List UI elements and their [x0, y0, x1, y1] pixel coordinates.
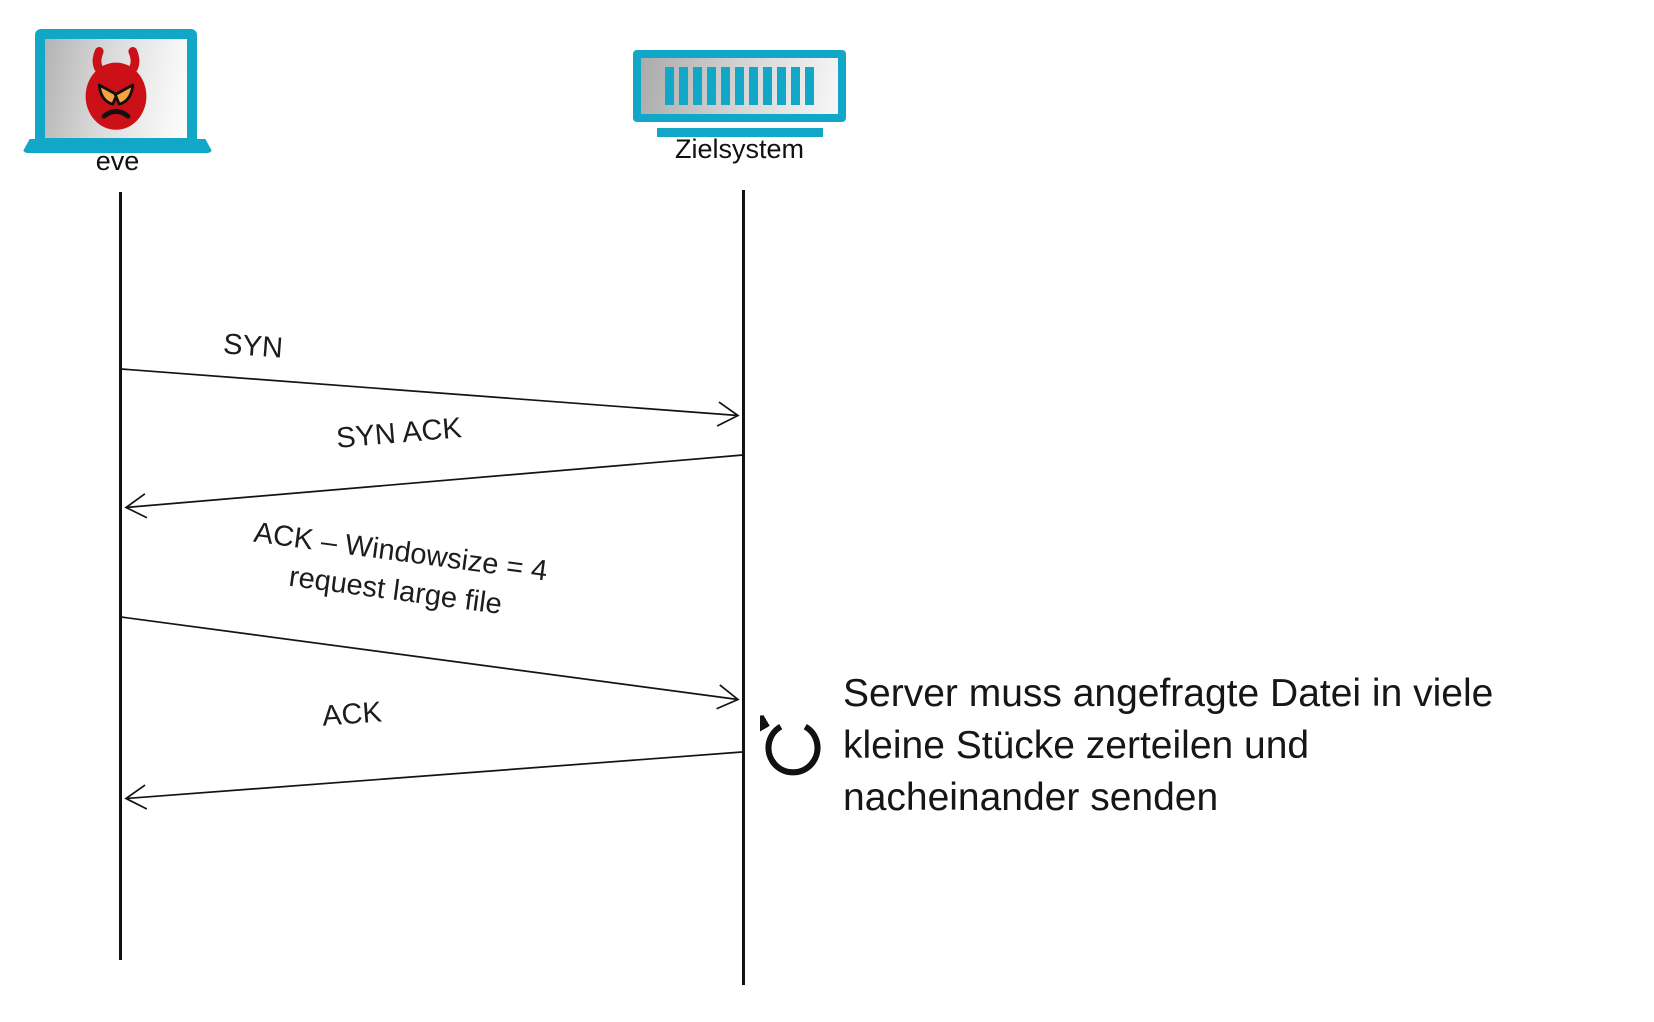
server-slot [707, 67, 716, 105]
syn-ack-arrow [124, 454, 744, 519]
server-slot [749, 67, 758, 105]
message-label-syn: SYN [222, 328, 284, 365]
loop-arrow-icon [760, 712, 821, 776]
server-slot [693, 67, 702, 105]
laptop-base [22, 139, 213, 153]
annotation-line-1: Server muss angefragte Datei in viele [843, 672, 1494, 715]
server-slot [763, 67, 772, 105]
message-label-ack: ACK [321, 696, 383, 733]
server-slot [665, 67, 674, 105]
annotation-text: Server muss angefragte Datei in viele kl… [843, 668, 1523, 824]
server-slot [805, 67, 814, 105]
annotation-line-3: nacheinander senden [843, 776, 1219, 819]
actor-label-eve: eve [95, 146, 140, 176]
server-slot [679, 67, 688, 105]
eve-laptop-icon [35, 29, 197, 148]
server-slot [777, 67, 786, 105]
syn-arrow [120, 368, 740, 427]
annotation-line-2: kleine Stücke zerteilen und [843, 724, 1310, 767]
ack-window-arrow [120, 616, 740, 710]
actor-label-zielsystem: Zielsystem [674, 134, 804, 164]
server-slot [721, 67, 730, 105]
devil-face-icon [85, 46, 147, 130]
server-slot [791, 67, 800, 105]
ack-arrow [124, 751, 743, 810]
server-slot [735, 67, 744, 105]
server-icon [633, 50, 846, 122]
server-underline [657, 128, 823, 137]
